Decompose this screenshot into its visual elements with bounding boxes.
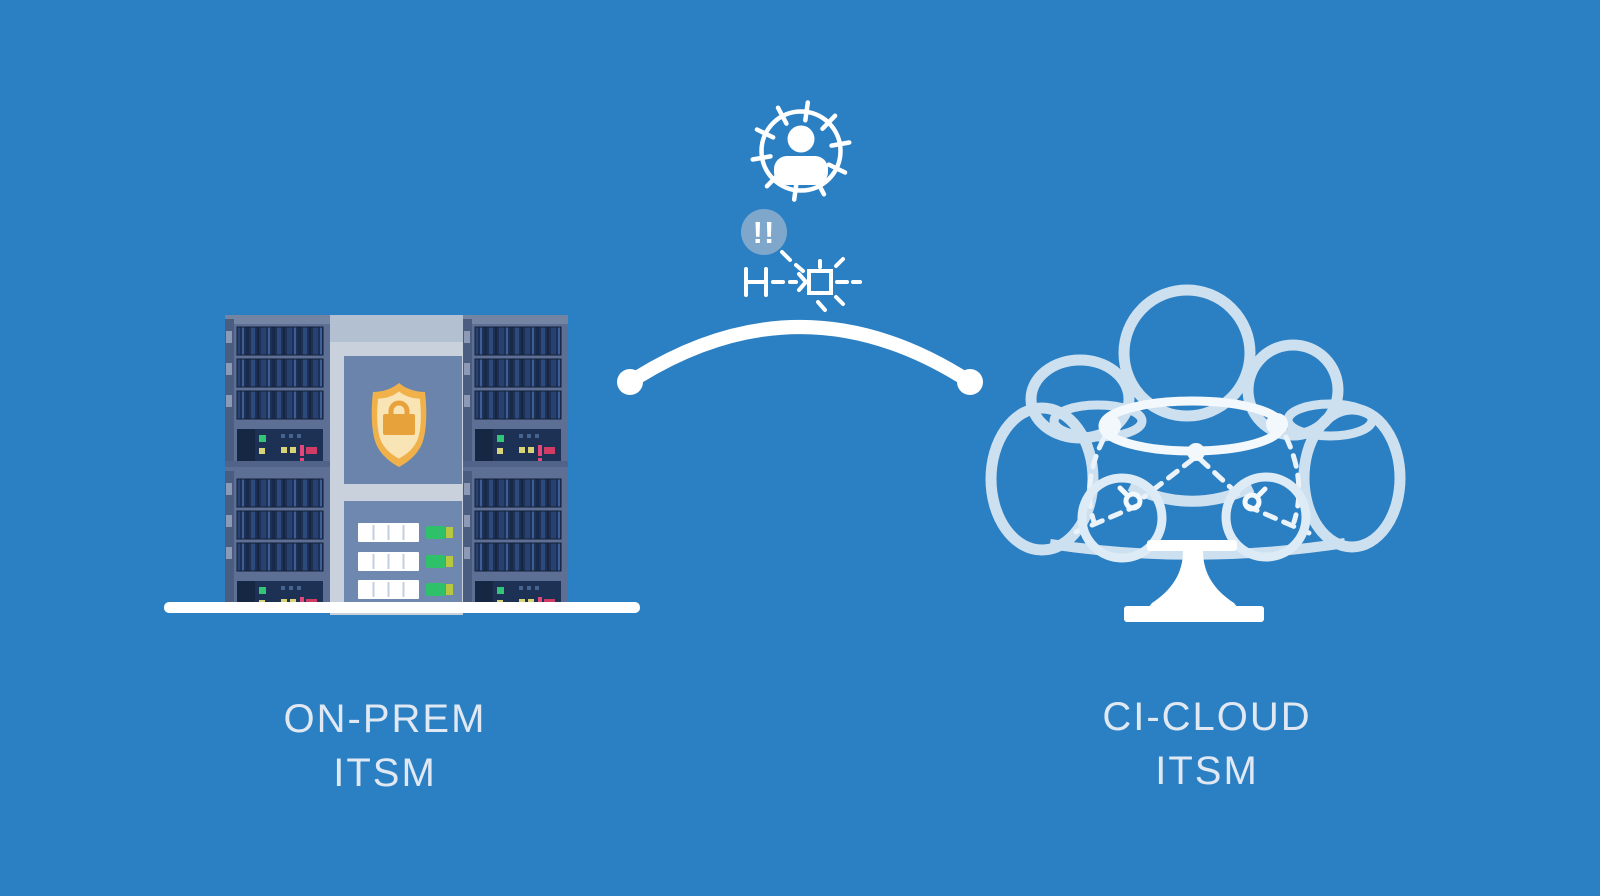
- server-rack: [164, 315, 640, 615]
- alert-badge-text: !!: [753, 215, 776, 250]
- shield-lock-icon: [371, 383, 427, 467]
- ci-cloud-label-line2: ITSM: [1155, 749, 1259, 793]
- ci-cloud-label-line1: CI-CLOUD: [1102, 695, 1312, 739]
- node-square: [807, 269, 833, 295]
- ci-cloud-label: CI-CLOUD ITSM: [1007, 690, 1407, 798]
- on-prem-label-line2: ITSM: [333, 751, 437, 795]
- cloud-pedestal: [1124, 540, 1264, 622]
- cloud-outline: [985, 284, 1406, 560]
- arc-endpoint-right: [957, 369, 983, 395]
- alert-badge: !!: [741, 209, 787, 255]
- cloud-network-icon: [985, 284, 1406, 622]
- on-prem-label: ON-PREM ITSM: [185, 692, 585, 800]
- arc-endpoint-left: [617, 369, 643, 395]
- on-prem-label-line1: ON-PREM: [283, 697, 487, 741]
- dashed-link-endpoint-icon: [744, 250, 862, 312]
- user-in-spiked-circle-icon: [750, 100, 852, 202]
- person-icon: [774, 125, 828, 185]
- server-base-line: [164, 602, 640, 613]
- cloud-inner-network: [1077, 396, 1311, 563]
- arc-connector: [617, 320, 983, 395]
- lock-icon: [383, 400, 415, 435]
